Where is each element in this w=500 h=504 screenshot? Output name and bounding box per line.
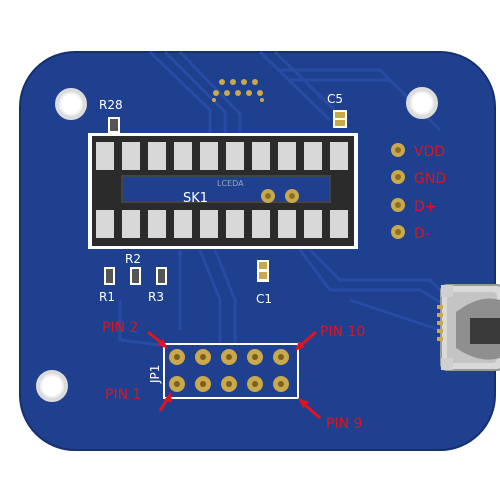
label-sk1: SK1	[183, 191, 208, 206]
annotation-pin10: PIN 10	[320, 324, 365, 340]
capacitor-c5	[333, 110, 347, 128]
pad-label-dplus: D+	[414, 199, 437, 215]
resistor-r1	[104, 267, 115, 285]
header-jp1	[163, 343, 299, 399]
pad-label-dminus: D-	[414, 226, 430, 242]
annotation-pin2: PIN 2	[102, 320, 138, 336]
ic-socket-sk1: LCEDA	[88, 133, 358, 249]
signal-pads	[391, 143, 405, 239]
resistor-r3	[156, 267, 167, 285]
label-r1: R1	[99, 290, 115, 304]
label-c5: C5	[327, 92, 343, 106]
capacitor-c1	[257, 260, 269, 282]
mounting-holes	[36, 87, 438, 402]
label-r3: R3	[148, 290, 164, 304]
via-array	[212, 79, 264, 102]
pad-label-vdd: VDD	[414, 144, 445, 160]
brand-mark: LCEDA	[217, 179, 244, 188]
label-r2: R2	[125, 252, 141, 266]
label-jp1: JP1	[148, 365, 162, 384]
usb-connector	[437, 284, 500, 371]
label-c1: C1	[256, 292, 272, 306]
annotation-pin9: PIN 9	[326, 416, 362, 432]
resistor-r28	[108, 117, 120, 133]
pad-label-gnd: GND	[414, 171, 446, 187]
annotation-arrows	[147, 330, 321, 420]
annotation-pin1: PIN 1	[105, 387, 141, 403]
resistor-r2	[130, 267, 141, 285]
label-r28: R28	[99, 98, 123, 112]
